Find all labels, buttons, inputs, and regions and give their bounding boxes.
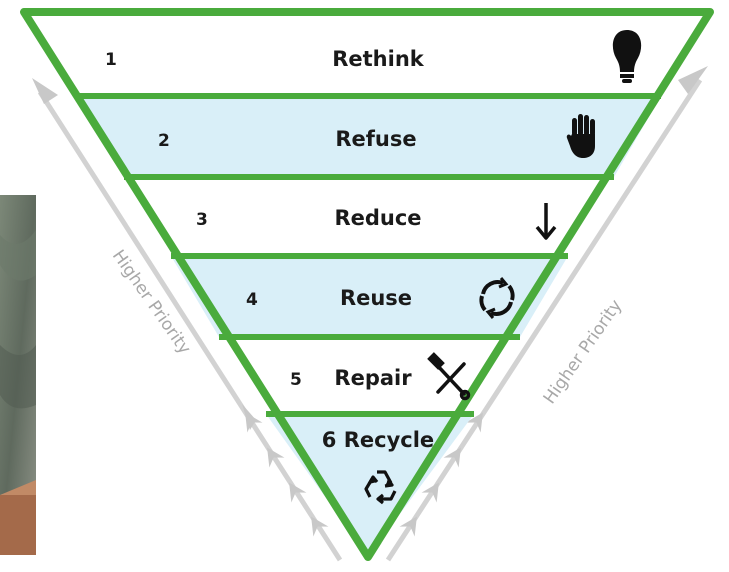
level-3-label: Reduce	[334, 206, 421, 230]
level-2-band	[75, 96, 661, 177]
level-5-number: 5	[290, 370, 302, 390]
level-3-band	[124, 177, 614, 256]
level-5-band	[219, 337, 520, 414]
cycle-arrows-icon	[479, 277, 515, 319]
level-6-number: 6	[322, 428, 337, 452]
pyramid-border	[20, 8, 714, 561]
level-4-number: 4	[246, 290, 258, 310]
level-2-label: Refuse	[335, 127, 416, 151]
level-3-number: 3	[196, 210, 208, 230]
band-separators	[75, 93, 661, 417]
arrow-down-icon	[535, 203, 557, 240]
background-photo	[0, 195, 36, 555]
level-1-label: Rethink	[332, 47, 425, 71]
hammer-wrench-icon	[427, 352, 471, 401]
recycle-icon	[364, 470, 397, 505]
level-4-label: Reuse	[340, 286, 412, 310]
left-priority-arrow	[32, 78, 343, 562]
level-6-label: 6 Recycle	[322, 428, 434, 452]
level-6-band	[266, 414, 474, 557]
right-priority-arrow	[385, 66, 708, 562]
level-2-number: 2	[158, 131, 170, 151]
level-4-band	[171, 256, 568, 337]
level-1-number: 1	[105, 50, 117, 70]
lightbulb-icon	[612, 30, 642, 83]
level-5-label: Repair	[334, 366, 412, 390]
hand-stop-icon	[566, 114, 595, 158]
level-1-band	[24, 12, 710, 96]
right-higher-priority-label: Higher Priority	[540, 296, 627, 408]
